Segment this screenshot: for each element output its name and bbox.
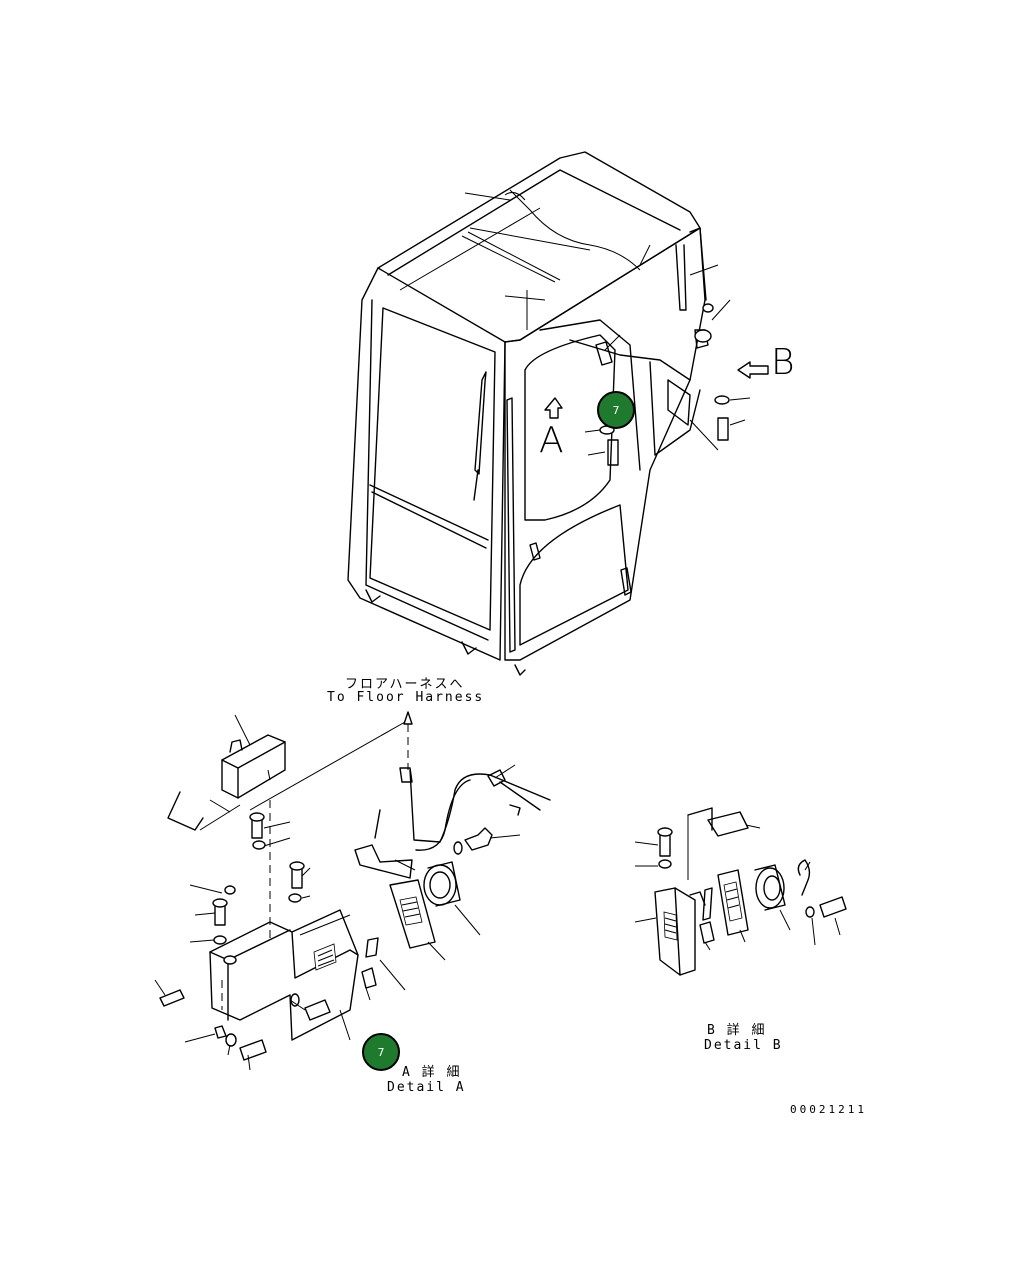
detail-a-title-jp: A 詳 細 — [402, 1065, 462, 1080]
floor-harness-label-jp: フロアハーネスへ — [345, 677, 465, 692]
detail-b-assembly — [634, 807, 847, 976]
view-arrow-a-label: A — [539, 420, 564, 461]
detail-a-assembly — [154, 711, 551, 1071]
callout-badge[interactable]: 7 — [597, 391, 635, 429]
view-arrow-b-label: B — [771, 342, 795, 383]
detail-b-title-jp: B 詳 細 — [707, 1023, 767, 1038]
detail-b-title-en: Detail B — [704, 1038, 783, 1053]
callout-badge[interactable]: 7 — [362, 1033, 400, 1071]
detail-a-title-en: Detail A — [387, 1080, 466, 1095]
cab-assembly — [347, 151, 769, 676]
drawing-number: 00021211 — [790, 1103, 867, 1116]
floor-harness-label-en: To Floor Harness — [327, 690, 485, 705]
